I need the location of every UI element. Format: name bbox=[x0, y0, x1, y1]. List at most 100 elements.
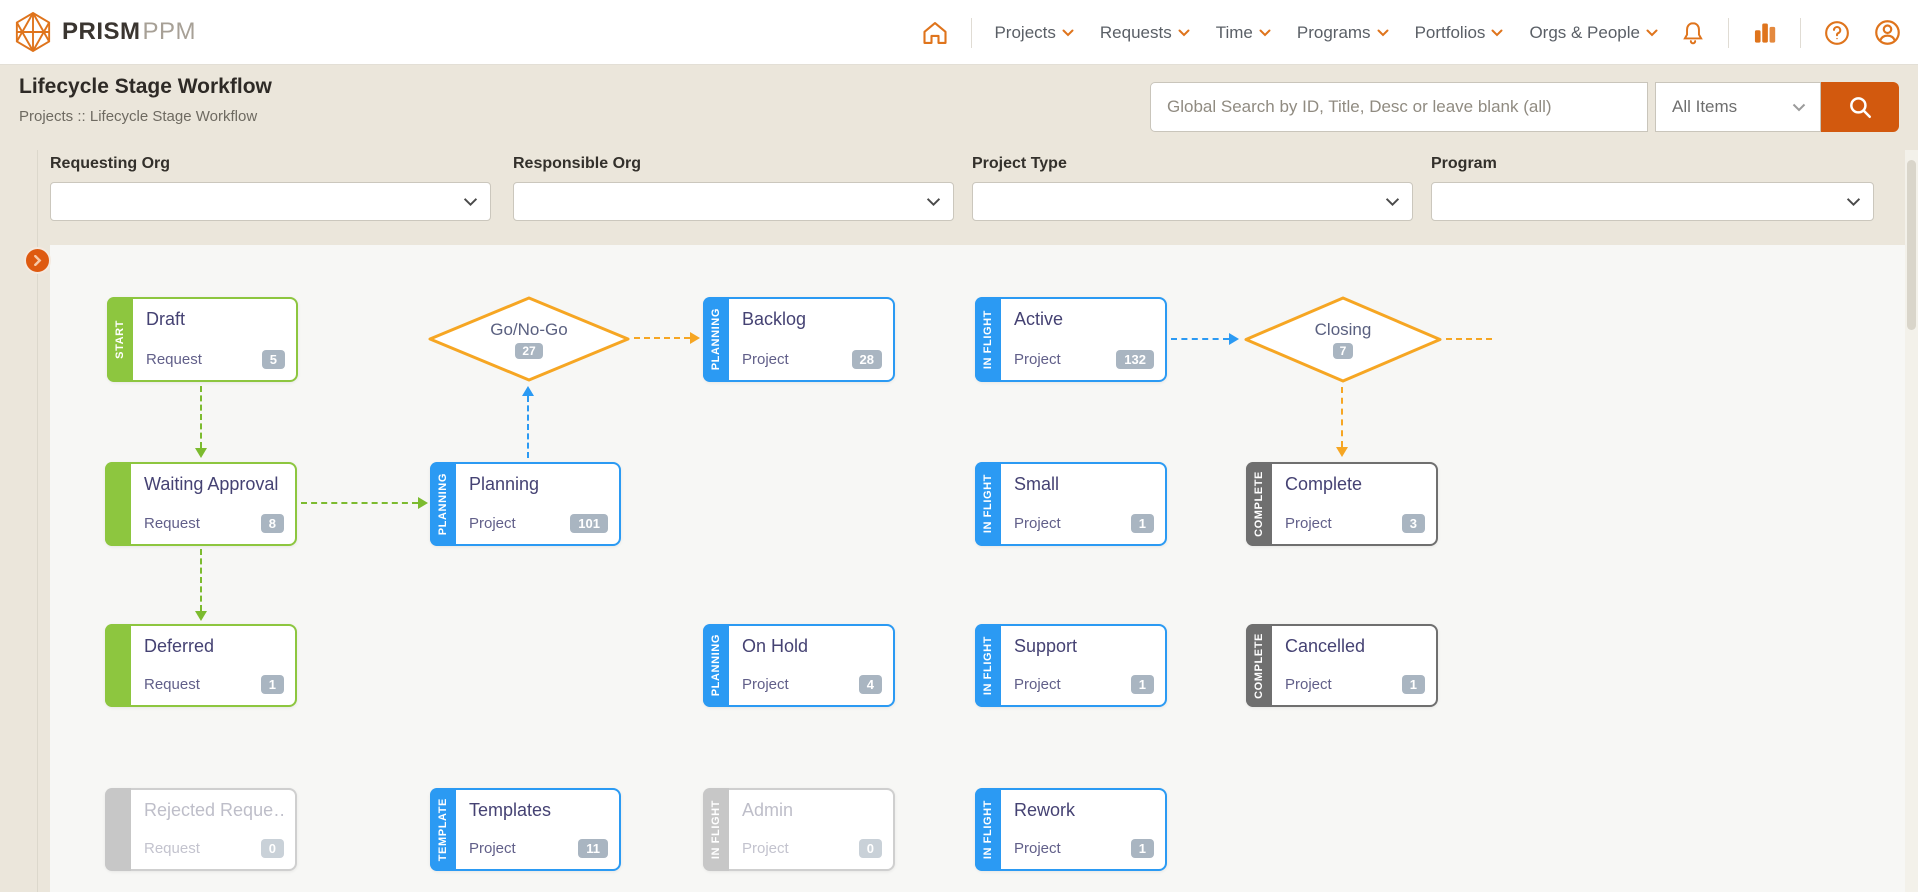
node-count-badge: 1 bbox=[260, 675, 284, 694]
filter-label: Project Type bbox=[972, 155, 1067, 172]
node-type-label: Project bbox=[1014, 515, 1061, 532]
user-avatar-icon[interactable] bbox=[1873, 18, 1902, 47]
workflow-node-rejected-reque[interactable]: Rejected Reque… Request 0 bbox=[105, 788, 297, 871]
workflow-node-draft[interactable]: START Draft Request 5 bbox=[107, 297, 298, 382]
node-stage-strip bbox=[105, 462, 131, 546]
node-type-label: Request bbox=[144, 676, 200, 693]
filter-select-project-type[interactable] bbox=[972, 182, 1413, 221]
nav-item-orgs-people[interactable]: Orgs & People bbox=[1529, 23, 1658, 43]
node-stage-strip: IN FLIGHT bbox=[703, 788, 729, 871]
node-title: On Hold bbox=[742, 636, 809, 656]
help-icon[interactable] bbox=[1823, 19, 1851, 47]
chevron-right-icon bbox=[34, 255, 42, 266]
filter-label: Requesting Org bbox=[50, 155, 171, 172]
workflow-node-backlog[interactable]: PLANNING Backlog Project 28 bbox=[703, 297, 895, 382]
workflow-node-deferred[interactable]: Deferred Request 1 bbox=[105, 624, 297, 707]
chevron-down-icon bbox=[1385, 197, 1400, 206]
node-stage-label: TEMPLATE bbox=[437, 797, 449, 862]
workflow-node-closing[interactable]: Closing 7 bbox=[1244, 296, 1442, 383]
workflow-node-on-hold[interactable]: PLANNING On Hold Project 4 bbox=[703, 624, 895, 707]
chevron-down-icon bbox=[1491, 29, 1503, 36]
filter-label: Responsible Org bbox=[513, 155, 642, 172]
nav-divider bbox=[971, 17, 973, 48]
node-stage-label: IN FLIGHT bbox=[710, 799, 722, 860]
node-title: Draft bbox=[146, 309, 186, 329]
node-count-badge: 1 bbox=[1401, 675, 1425, 694]
node-count-badge: 1 bbox=[1130, 675, 1154, 694]
workflow-node-waiting-approval[interactable]: Waiting Approval Request 8 bbox=[105, 462, 297, 546]
node-count-badge: 7 bbox=[1332, 343, 1354, 359]
node-count-badge: 5 bbox=[261, 350, 285, 369]
search-icon bbox=[1850, 97, 1871, 118]
power-bi-icon[interactable] bbox=[1751, 19, 1778, 46]
node-stage-strip: IN FLIGHT bbox=[975, 624, 1001, 707]
nav-item-requests[interactable]: Requests bbox=[1100, 23, 1190, 43]
filter-bar: Requesting Org Responsible Org Project T… bbox=[0, 150, 1918, 245]
global-search: All Items bbox=[1150, 82, 1899, 132]
workflow-node-cancelled[interactable]: COMPLETE Cancelled Project 1 bbox=[1246, 624, 1438, 707]
node-title: Admin bbox=[742, 800, 794, 820]
page-header-band: Lifecycle Stage Workflow Projects :: Lif… bbox=[0, 65, 1918, 150]
node-title: Closing bbox=[1314, 320, 1372, 339]
nav-divider bbox=[1728, 17, 1729, 48]
node-stage-strip: IN FLIGHT bbox=[975, 297, 1001, 382]
workflow-node-planning[interactable]: PLANNING Planning Project 101 bbox=[430, 462, 621, 546]
nav-item-projects[interactable]: Projects bbox=[994, 23, 1074, 43]
node-stage-label: IN FLIGHT bbox=[982, 799, 994, 860]
workflow-node-complete[interactable]: COMPLETE Complete Project 3 bbox=[1246, 462, 1438, 546]
workflow-node-templates[interactable]: TEMPLATE Templates Project 11 bbox=[430, 788, 621, 871]
workflow-node-active[interactable]: IN FLIGHT Active Project 132 bbox=[975, 297, 1167, 382]
node-title: Complete bbox=[1285, 474, 1363, 494]
chevron-down-icon bbox=[1792, 103, 1806, 111]
node-type-label: Project bbox=[1014, 840, 1061, 857]
nav-item-programs[interactable]: Programs bbox=[1297, 23, 1389, 43]
node-type-label: Project bbox=[469, 840, 516, 857]
node-stage-label: PLANNING bbox=[710, 634, 722, 697]
node-count-badge: 1 bbox=[1130, 514, 1154, 533]
node-title: Deferred bbox=[144, 636, 215, 656]
scrollbar-thumb[interactable] bbox=[1907, 160, 1916, 330]
node-stage-label: START bbox=[114, 320, 126, 359]
nav-item-portfolios[interactable]: Portfolios bbox=[1415, 23, 1504, 43]
node-stage-strip: PLANNING bbox=[703, 297, 729, 382]
collapse-panel-toggle[interactable] bbox=[24, 247, 51, 274]
node-title: Planning bbox=[469, 474, 540, 494]
filter-select-requesting-org[interactable] bbox=[50, 182, 491, 221]
node-count-badge: 0 bbox=[858, 839, 882, 858]
vertical-scrollbar[interactable] bbox=[1905, 150, 1918, 892]
node-type-label: Project bbox=[742, 351, 789, 368]
chevron-down-icon bbox=[1062, 29, 1074, 36]
filter-select-program[interactable] bbox=[1431, 182, 1874, 221]
node-stage-label: COMPLETE bbox=[1253, 471, 1265, 537]
node-stage-strip: PLANNING bbox=[703, 624, 729, 707]
node-type-label: Project bbox=[1285, 676, 1332, 693]
node-stage-strip: IN FLIGHT bbox=[975, 788, 1001, 871]
notifications-bell-icon[interactable] bbox=[1680, 19, 1706, 47]
node-type-label: Project bbox=[742, 676, 789, 693]
workflow-node-support[interactable]: IN FLIGHT Support Project 1 bbox=[975, 624, 1167, 707]
node-stage-label: PLANNING bbox=[437, 472, 449, 536]
app-logo[interactable]: PRISMPPM bbox=[0, 11, 196, 53]
workflow-node-small[interactable]: IN FLIGHT Small Project 1 bbox=[975, 462, 1167, 546]
diamond-shape bbox=[1244, 296, 1442, 383]
node-stage-strip bbox=[105, 624, 131, 707]
home-icon[interactable] bbox=[921, 19, 949, 47]
chevron-down-icon bbox=[1178, 29, 1190, 36]
node-stage-strip: START bbox=[107, 297, 133, 382]
breadcrumb: Projects :: Lifecycle Stage Workflow bbox=[19, 108, 258, 125]
search-button[interactable] bbox=[1821, 82, 1899, 132]
prism-logo-icon bbox=[14, 11, 52, 53]
filter-select-responsible-org[interactable] bbox=[513, 182, 954, 221]
workflow-node-go-no-go[interactable]: Go/No-Go 27 bbox=[428, 296, 630, 382]
node-title: Rejected Reque… bbox=[144, 800, 284, 820]
search-scope-select[interactable]: All Items bbox=[1655, 82, 1821, 132]
workflow-node-rework[interactable]: IN FLIGHT Rework Project 1 bbox=[975, 788, 1167, 871]
node-type-label: Project bbox=[1014, 351, 1061, 368]
node-title: Go/No-Go bbox=[490, 319, 568, 339]
page-title: Lifecycle Stage Workflow bbox=[19, 75, 272, 98]
chevron-down-icon bbox=[1846, 197, 1861, 206]
nav-item-time[interactable]: Time bbox=[1216, 23, 1271, 43]
search-input[interactable] bbox=[1150, 82, 1648, 132]
workflow-node-admin[interactable]: IN FLIGHT Admin Project 0 bbox=[703, 788, 895, 871]
node-title: Backlog bbox=[742, 309, 807, 329]
